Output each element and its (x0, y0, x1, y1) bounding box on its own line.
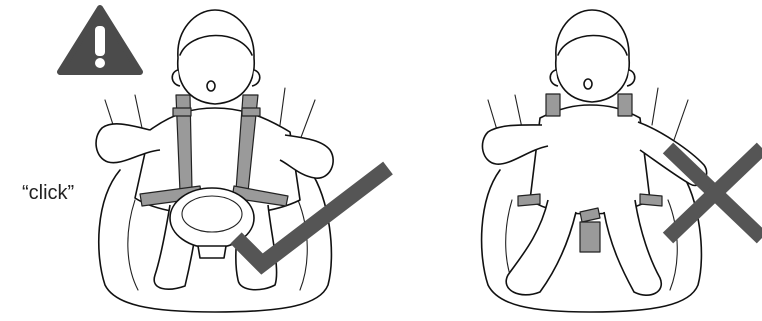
left-panel-correct (60, 8, 388, 312)
cross-mark-icon (668, 148, 762, 238)
warning-icon (60, 8, 140, 72)
right-panel-incorrect (482, 10, 762, 312)
